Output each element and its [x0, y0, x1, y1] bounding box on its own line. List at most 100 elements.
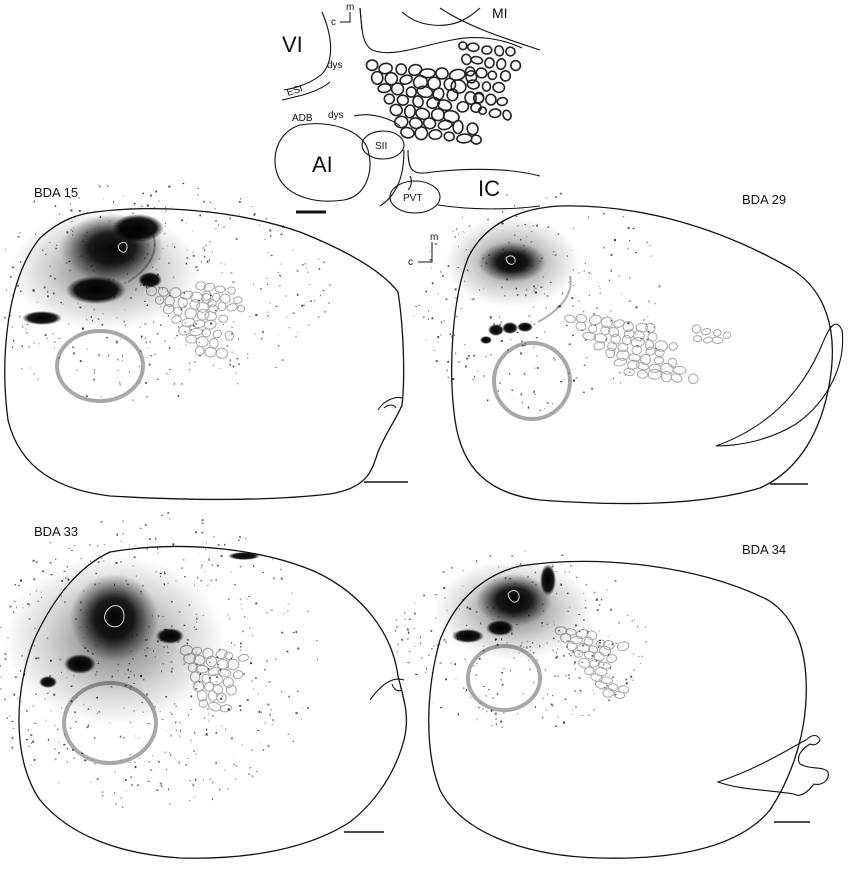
fiber-speck	[72, 234, 73, 236]
fiber-speck	[296, 270, 299, 272]
fiber-speck	[58, 742, 60, 743]
fiber-speck	[171, 713, 173, 715]
fiber-speck	[166, 639, 169, 641]
fiber-speck	[572, 227, 574, 230]
fiber-speck	[127, 272, 129, 275]
fiber-speck	[626, 682, 628, 685]
fiber-speck	[489, 555, 492, 557]
fiber-speck	[34, 627, 36, 629]
fiber-speck	[636, 344, 639, 347]
fiber-speck	[522, 590, 524, 593]
fiber-speck	[60, 671, 62, 673]
fiber-speck	[454, 288, 457, 291]
fiber-speck	[167, 636, 170, 638]
fiber-speck	[208, 677, 211, 679]
fiber-speck	[192, 254, 195, 257]
fiber-speck	[140, 592, 142, 595]
fiber-speck	[568, 653, 571, 655]
fiber-speck	[132, 212, 134, 214]
fiber-speck	[163, 572, 166, 575]
fiber-speck	[49, 275, 52, 277]
fiber-speck	[55, 247, 58, 250]
fiber-speck	[90, 265, 92, 268]
fiber-speck	[165, 628, 168, 631]
barrel	[181, 317, 195, 327]
fiber-speck	[472, 379, 475, 381]
fiber-speck	[422, 316, 425, 318]
fiber-speck	[572, 379, 575, 382]
fiber-speck	[530, 241, 533, 243]
fiber-speck	[182, 183, 185, 185]
barrel	[606, 654, 618, 663]
fiber-speck	[532, 642, 534, 644]
fiber-speck	[110, 686, 113, 688]
fiber-speck	[301, 264, 304, 266]
fiber-speck	[173, 246, 176, 249]
fiber-speck	[526, 640, 529, 643]
fiber-speck	[519, 563, 522, 565]
fiber-speck	[63, 743, 66, 746]
fiber-speck	[415, 673, 418, 676]
fiber-speck	[130, 721, 132, 723]
fiber-speck	[587, 216, 590, 218]
fiber-speck	[523, 594, 525, 596]
barrel	[217, 301, 227, 312]
fiber-speck	[138, 737, 140, 739]
fiber-speck	[317, 258, 320, 260]
fiber-speck	[273, 577, 275, 580]
fiber-speck	[133, 683, 136, 684]
fiber-speck	[282, 225, 284, 228]
fiber-speck	[469, 298, 472, 300]
fiber-speck	[572, 305, 574, 307]
fiber-speck	[241, 608, 243, 610]
fiber-speck	[525, 294, 527, 297]
fiber-speck	[206, 542, 208, 544]
fiber-speck	[254, 213, 256, 216]
fiber-speck	[435, 594, 438, 596]
fiber-speck	[487, 399, 489, 402]
fiber-speck	[194, 584, 196, 587]
fiber-speck	[510, 596, 512, 599]
fiber-speck	[473, 664, 475, 667]
fiber-speck	[178, 640, 180, 643]
fiber-speck	[509, 339, 512, 341]
fiber-speck	[144, 524, 147, 526]
barrel	[212, 329, 223, 339]
fiber-speck	[161, 514, 164, 517]
panel-bda34-patch-central	[486, 620, 514, 636]
fiber-speck	[583, 592, 585, 594]
fiber-speck	[235, 238, 238, 240]
fiber-speck	[463, 231, 465, 234]
panel-bda33: BDA 33	[0, 512, 408, 859]
fiber-speck	[408, 650, 411, 652]
fiber-speck	[221, 272, 223, 274]
barrel	[636, 369, 649, 379]
fiber-speck	[5, 248, 6, 251]
fiber-speck	[56, 244, 58, 246]
fiber-speck	[195, 531, 197, 534]
fiber-speck	[424, 672, 427, 674]
fiber-speck	[584, 339, 587, 341]
fiber-speck	[482, 645, 485, 647]
fiber-speck	[210, 579, 213, 582]
fiber-speck	[69, 727, 72, 730]
fiber-speck	[476, 370, 479, 372]
fiber-speck	[409, 618, 412, 620]
fiber-speck	[626, 614, 629, 616]
fiber-speck	[87, 708, 89, 710]
fiber-speck	[21, 368, 23, 370]
fiber-speck	[93, 378, 96, 381]
panel-bda29-injection-core-outline	[505, 255, 516, 265]
fiber-speck	[187, 714, 190, 717]
fiber-speck	[93, 371, 95, 374]
fiber-speck	[148, 625, 150, 628]
fiber-speck	[516, 599, 518, 602]
fiber-speck	[196, 621, 197, 623]
fiber-speck	[135, 634, 138, 636]
fiber-speck	[146, 304, 148, 306]
fiber-speck	[460, 631, 462, 633]
fiber-speck	[523, 372, 526, 375]
fiber-speck	[453, 334, 456, 337]
panel-bda33-title: BDA 33	[34, 524, 78, 539]
fiber-speck	[457, 267, 459, 269]
